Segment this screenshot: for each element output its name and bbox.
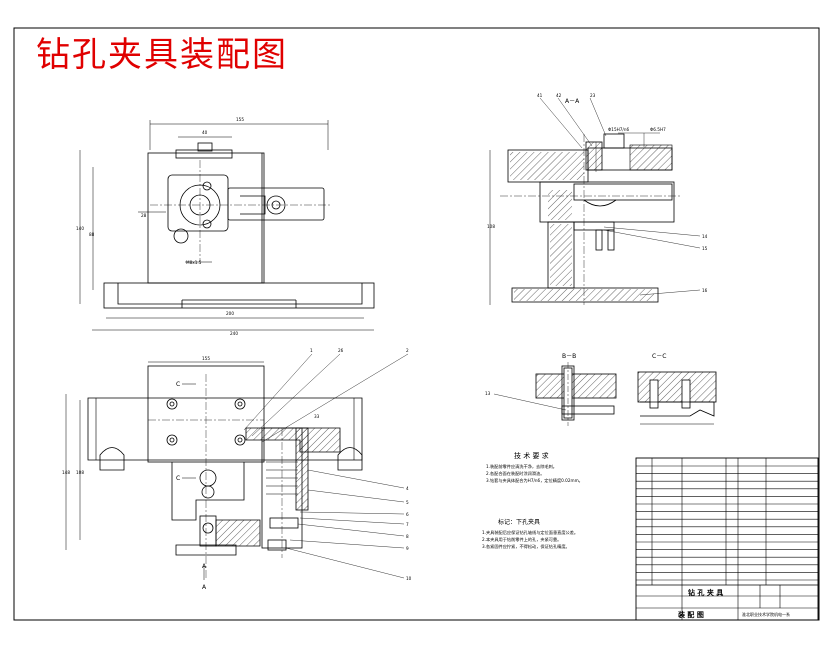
dim-text: M8x1.5 <box>186 260 202 265</box>
dim-text: 240 <box>230 331 238 336</box>
title-block-footer: 淮北职业技术学院机电一系 <box>742 611 790 617</box>
tech-req-line: 2.各配合面在装配时涂润滑油。 <box>486 470 544 477</box>
plan-view <box>79 120 375 331</box>
dim-text: 28 <box>141 213 147 218</box>
section-marker-c: C <box>176 381 180 388</box>
bom-table <box>635 457 819 621</box>
section-cc-view <box>637 371 717 425</box>
callout-number: 23 <box>590 93 596 98</box>
callout-number: 8 <box>406 534 409 539</box>
note-line: 3.各紧固件应拧紧，不得松动，保证钻孔精度。 <box>482 543 570 550</box>
title-block-drawing-label: 装 配 图 <box>677 610 704 619</box>
tech-req-line: 1.装配前零件应清洗干净，去除毛刺。 <box>486 463 557 470</box>
note-line: 2.本夹具用于钻削零件上的孔，夹紧可靠。 <box>482 536 561 543</box>
dim-text: 148 <box>62 470 70 475</box>
callout-number: 5 <box>406 500 409 505</box>
dim-text: Φ15H7/n6 <box>608 127 630 132</box>
note-line: 1.夹具装配后应保证钻孔轴线与定位面垂直度公差。 <box>482 529 578 536</box>
dim-text: 155 <box>202 356 210 361</box>
section-marker-c: C <box>176 475 180 482</box>
callout-number: 2 <box>406 348 409 353</box>
drawing-title: 钻孔夹具装配图 <box>36 35 288 75</box>
dim-text: 155 <box>236 117 244 122</box>
callout-number: 15 <box>702 246 708 251</box>
note-heading: 标记：下孔夹具 <box>498 518 540 526</box>
dim-text: 108 <box>76 470 84 475</box>
callout-number: 6 <box>406 512 409 517</box>
dim-text: 40 <box>202 130 208 135</box>
section-label-cc: C－C <box>652 353 666 360</box>
section-label-aa: A－A <box>565 98 580 105</box>
dim-text: 140 <box>76 226 84 231</box>
section-aa-view <box>489 97 701 305</box>
dim-text: 88 <box>89 232 95 237</box>
callout-number: 7 <box>406 522 409 527</box>
callout-number: 13 <box>485 391 491 396</box>
section-label-bb: B－B <box>562 353 576 360</box>
callout-number: 26 <box>338 348 344 353</box>
title-block-name: 钻 孔 夹 具 <box>688 588 723 597</box>
callout-number: 14 <box>702 234 708 239</box>
outer-border <box>13 27 820 621</box>
front-view <box>65 353 409 580</box>
tech-req-line: 3.钻套与夹具体配合为H7/n6，定位精度0.02mm。 <box>486 477 583 484</box>
section-bb-view <box>493 362 617 426</box>
callout-number: 9 <box>406 546 409 551</box>
callout-number: 10 <box>406 576 412 581</box>
callout-number: 42 <box>556 93 562 98</box>
dim-text: 33 <box>314 414 320 419</box>
tech-req-heading: 技 术 要 求 <box>514 451 549 460</box>
dim-text: 108 <box>487 224 495 229</box>
section-marker-a: A <box>202 584 207 591</box>
section-marker-a: A <box>202 563 207 570</box>
callout-number: 4 <box>406 486 409 491</box>
callout-number: 16 <box>702 288 708 293</box>
callout-number: 41 <box>537 93 543 98</box>
dim-text: Φ6.5H7 <box>650 127 666 132</box>
callout-number: 1 <box>310 348 313 353</box>
dim-text: 200 <box>226 311 234 316</box>
